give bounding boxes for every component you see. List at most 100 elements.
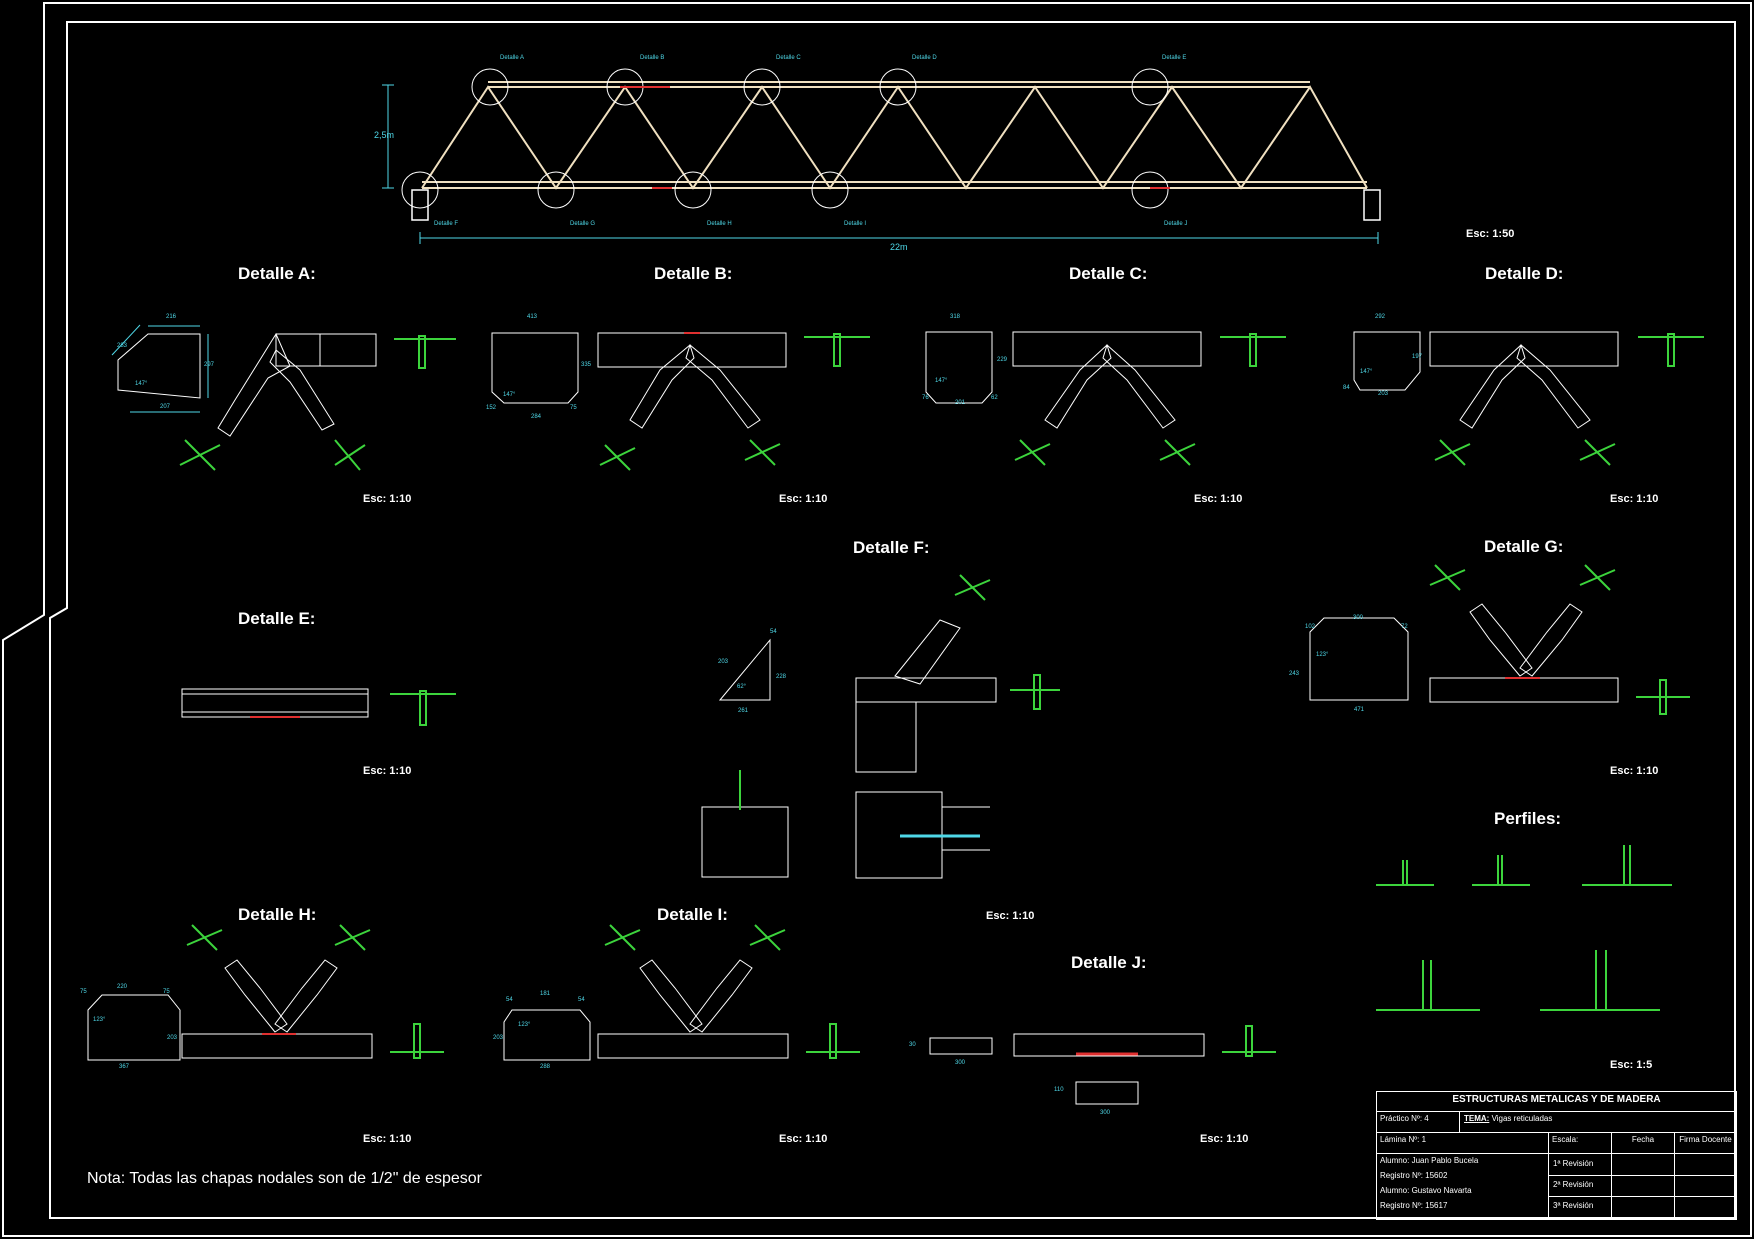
title-block-rev-3: 3ª Revisión xyxy=(1553,1201,1594,1210)
overview-height-label: 2,5m xyxy=(374,130,395,140)
overview-tag-j: Detalle J xyxy=(1164,221,1188,227)
dim-j-4: 300 xyxy=(1100,1110,1111,1116)
detail-d-section xyxy=(1434,333,1704,466)
dim-f-5: 261 xyxy=(738,708,749,714)
dim-h-4: 123° xyxy=(93,1017,106,1023)
detail-f-section xyxy=(739,574,1060,810)
dim-j-3: 110 xyxy=(1054,1087,1064,1093)
detail-b-title: Detalle B: xyxy=(654,264,733,283)
overview-tag-e: Detalle E xyxy=(1162,55,1187,61)
dim-g-3: 123° xyxy=(1316,652,1329,658)
overview-scale: Esc: 1:50 xyxy=(1466,228,1515,240)
dim-g-1: 300 xyxy=(1353,615,1364,621)
detail-a-scale: Esc: 1:10 xyxy=(363,493,412,505)
detail-c-title: Detalle C: xyxy=(1069,264,1148,283)
dim-g-5: 243 xyxy=(1289,671,1300,677)
dim-c-5: 201 xyxy=(955,400,966,406)
dim-i-6: 288 xyxy=(540,1064,551,1070)
truss-overview xyxy=(421,81,1368,190)
overview-span-label: 22m xyxy=(890,242,908,252)
detail-a-section xyxy=(179,335,456,471)
title-block-fecha: Fecha xyxy=(1631,1135,1655,1144)
detail-b-section xyxy=(599,333,870,471)
detail-a-title: Detalle A: xyxy=(238,264,316,283)
dim-b-6: 75 xyxy=(570,405,577,411)
detail-i-title: Detalle I: xyxy=(657,905,728,924)
overview-tag-b: Detalle B xyxy=(640,55,665,61)
dim-h-2: 75 xyxy=(80,989,87,995)
dim-c-4: 76 xyxy=(922,395,929,401)
dim-f-2: 203 xyxy=(718,659,729,665)
title-block-lamina: Lámina Nº: 1 xyxy=(1380,1135,1427,1144)
dim-f-3: 62° xyxy=(737,684,747,690)
truss-weld-marks xyxy=(620,86,1170,189)
dim-h-5: 203 xyxy=(167,1035,178,1041)
title-block-registro-2: Registro Nº: 15617 xyxy=(1380,1201,1448,1210)
detail-e-scale: Esc: 1:10 xyxy=(363,765,412,777)
detail-h-title: Detalle H: xyxy=(238,905,317,924)
dim-i-4: 123° xyxy=(518,1022,531,1028)
dim-g-4: 72 xyxy=(1401,624,1408,630)
dim-c-3: 147° xyxy=(935,378,948,384)
dim-c-6: 62 xyxy=(991,395,998,401)
detail-d-title: Detalle D: xyxy=(1485,264,1564,283)
detail-j-drawing xyxy=(929,1033,1205,1105)
detail-i-scale: Esc: 1:10 xyxy=(779,1133,828,1145)
dim-c-2: 229 xyxy=(997,357,1008,363)
perfiles-drawings xyxy=(1376,845,1672,1011)
dim-j-2: 300 xyxy=(955,1060,966,1066)
dim-h-6: 367 xyxy=(119,1064,130,1070)
title-block: ESTRUCTURAS METALICAS Y DE MADERA Prácti… xyxy=(1376,1091,1737,1220)
detail-b-scale: Esc: 1:10 xyxy=(779,493,828,505)
detail-a-drawing xyxy=(117,332,377,437)
dim-d-5: 203 xyxy=(1378,391,1389,397)
overview-tag-c: Detalle C xyxy=(776,55,801,61)
dim-g-6: 471 xyxy=(1354,707,1365,713)
detail-e-title: Detalle E: xyxy=(238,609,316,628)
detail-g-scale: Esc: 1:10 xyxy=(1610,765,1659,777)
title-block-registro-1: Registro Nº: 15602 xyxy=(1380,1171,1448,1180)
overview-tag-i: Detalle I xyxy=(844,221,867,227)
perfiles-scale: Esc: 1:5 xyxy=(1610,1059,1653,1071)
title-block-practico: Práctico Nº: 4 xyxy=(1380,1114,1429,1123)
dim-i-5: 203 xyxy=(493,1035,504,1041)
overview-tag-g: Detalle G xyxy=(570,221,596,227)
detail-f-title: Detalle F: xyxy=(853,538,930,557)
detail-g-title: Detalle G: xyxy=(1484,537,1564,556)
title-block-tema-label: TEMA: xyxy=(1464,1114,1490,1123)
dim-b-4: 152 xyxy=(486,405,497,411)
title-block-rev-1: 1ª Revisión xyxy=(1553,1159,1594,1168)
dim-a-5: 207 xyxy=(160,404,171,410)
detail-g-section xyxy=(1429,564,1690,715)
detail-f-scale: Esc: 1:10 xyxy=(986,910,1035,922)
truss-detail-circles xyxy=(401,68,1169,209)
dim-d-4: 84 xyxy=(1343,385,1350,391)
detail-b-drawing xyxy=(491,332,787,429)
general-note: Nota: Todas las chapas nodales son de 1/… xyxy=(87,1170,482,1187)
dim-a-4: 147° xyxy=(135,381,148,387)
detail-h-section xyxy=(186,924,444,1059)
detail-d-scale: Esc: 1:10 xyxy=(1610,493,1659,505)
detail-d-drawing xyxy=(1353,331,1619,429)
overview-tag-h: Detalle H xyxy=(707,221,732,227)
detail-e-drawing xyxy=(181,688,369,718)
dim-h-1: 220 xyxy=(117,984,128,990)
dim-b-5: 284 xyxy=(531,414,542,420)
title-block-firma: Firma Docente xyxy=(1679,1135,1732,1144)
dim-d-2: 197 xyxy=(1412,354,1423,360)
detail-j-scale: Esc: 1:10 xyxy=(1200,1133,1249,1145)
overview-tag-a: Detalle A xyxy=(500,55,525,61)
dim-a-1: 216 xyxy=(166,314,177,320)
dim-i-2: 54 xyxy=(506,997,513,1003)
detail-c-section xyxy=(1014,333,1286,466)
overview-tag-f: Detalle F xyxy=(434,221,459,227)
title-block-tema: TEMA: Vigas reticuladas xyxy=(1461,1112,1736,1132)
dim-b-2: 335 xyxy=(581,362,592,368)
title-block-alumno-1: Alumno: Juan Pablo Bucela xyxy=(1380,1156,1479,1165)
truss-supports xyxy=(411,189,1381,221)
title-block-escala: Escala: xyxy=(1552,1135,1579,1144)
dim-d-3: 147° xyxy=(1360,369,1373,375)
dim-h-3: 75 xyxy=(163,989,170,995)
